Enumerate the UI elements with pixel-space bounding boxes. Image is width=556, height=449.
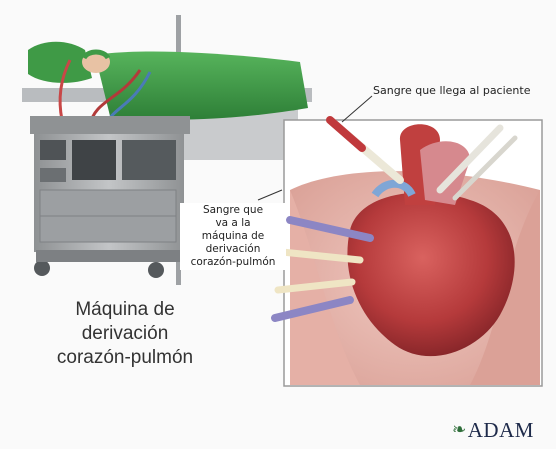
blood-to-patient-label: Sangre que llega al paciente: [373, 84, 530, 97]
adam-leaf-icon: ❧: [452, 420, 467, 440]
patient-head: [82, 51, 110, 73]
surgical-drape: [28, 42, 308, 120]
adam-logo-text: ADAM: [468, 418, 534, 442]
machine-caption-line: derivación: [20, 322, 230, 346]
blood-to-machine-label: Sangre que va a la máquina de derivación…: [180, 203, 286, 270]
blood-to-machine-line: Sangre que: [182, 204, 284, 217]
machine-caption: Máquina de derivación corazón-pulmón: [20, 298, 230, 370]
blood-to-machine-line: máquina de: [182, 230, 284, 243]
machine-caption-line: Máquina de: [20, 298, 230, 322]
adam-logo: ❧ADAM: [452, 418, 534, 443]
heart-lung-machine: [30, 116, 190, 278]
machine-caption-line: corazón-pulmón: [20, 346, 230, 370]
blood-to-machine-line: derivación: [182, 243, 284, 256]
blood-to-machine-line: corazón-pulmón: [182, 256, 284, 269]
blood-to-machine-line: va a la: [182, 217, 284, 230]
